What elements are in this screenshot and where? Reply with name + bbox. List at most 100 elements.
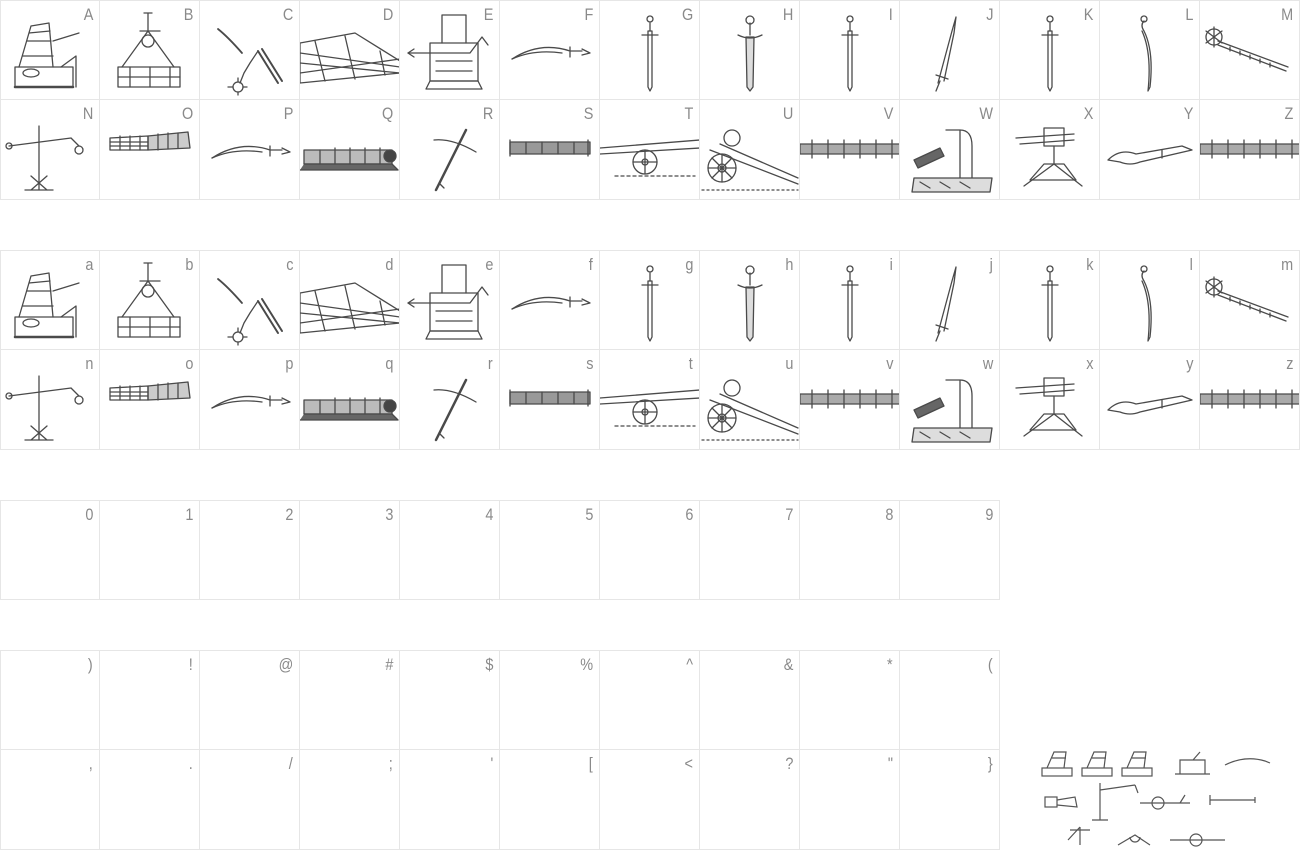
glyph-character-label: ) [88,655,93,674]
glyph-character-label: m [1280,255,1293,274]
glyph-character-label: y [1185,354,1193,373]
glyph-character-label: 4 [484,505,493,524]
glyph-cell: C [200,0,300,100]
glyph-character-label: x [1085,354,1093,373]
glyph-character-label: 1 [184,505,193,524]
glyph-cell: L [1100,0,1200,100]
dagger-icon [1000,251,1100,350]
long-barrel-icon [1200,100,1299,200]
glyph-cell: x [1000,350,1100,450]
glyph-cell: l [1100,250,1200,350]
dagger-icon [800,251,900,350]
glyph-cell: @ [200,650,300,750]
glyph-character-label: a [84,255,93,274]
trebuchet-frame-icon [1,350,100,450]
glyph-character-label: P [283,104,293,123]
glyph-cell: O [100,100,200,200]
glyph-character-label: } [988,754,993,773]
glyph-character-label: u [784,354,793,373]
glyph-cell: < [600,750,700,850]
glyph-cell: [ [500,750,600,850]
glyph-cell: h [700,250,800,350]
blade-icon [900,251,1000,350]
glyph-cell: Y [1100,100,1200,200]
glyph-cell: $ [400,650,500,750]
blade-icon [900,1,1000,100]
glyph-cell: ? [700,750,800,850]
glyph-character-label: F [584,5,593,24]
long-barrel-icon [800,100,899,200]
glyph-character-label: j [989,255,993,274]
cannon-barrel-icon [300,350,400,450]
glyph-character-label: 3 [384,505,393,524]
glyph-cell: * [800,650,900,750]
glyph-cell: r [400,350,500,450]
glyph-character-label: . [188,754,193,773]
glyph-cell: s [500,350,600,450]
trebuchet-icon [100,251,200,350]
glyph-character-label: k [1085,255,1093,274]
glyph-character-label: * [887,655,893,674]
glyph-cell: % [500,650,600,750]
glyph-cell: n [0,350,100,450]
glyph-character-label: / [288,754,293,773]
glyph-cell: d [300,250,400,350]
glyph-cell: Z [1200,100,1300,200]
glyph-character-label: 5 [584,505,593,524]
glyph-cell: 3 [300,500,400,600]
glyph-cell: . [100,750,200,850]
trebuchet-frame-icon [1,100,100,200]
glyph-cell: 2 [200,500,300,600]
glyph-cell: B [100,0,200,100]
glyph-character-label: n [84,354,93,373]
glyph-character-label: d [384,255,393,274]
glyph-cell: 7 [700,500,800,600]
glyph-character-label: b [184,255,193,274]
mortar-icon [900,350,1000,450]
handgun-barrel-icon [500,350,600,450]
glyph-cell: 4 [400,500,500,600]
glyph-character-label: t [688,354,693,373]
glyph-cell: u [700,350,800,450]
glyph-character-label: r [488,354,493,373]
glyph-cell: p [200,350,300,450]
field-cannon-icon [600,350,700,450]
machine-gun-icon [1000,100,1100,200]
glyph-character-label: D [382,5,393,24]
flail-icon [200,1,300,100]
machine-gun-icon [1000,350,1100,450]
glyph-cell: J [900,0,1000,100]
glyph-character-label: 0 [84,505,93,524]
crossbow-icon [400,350,500,450]
glyph-character-label: s [585,354,593,373]
glyph-character-label: X [1083,104,1093,123]
glyph-character-label: ; [388,754,393,773]
glyph-character-label: $ [484,655,493,674]
glyph-character-label: J [985,5,993,24]
glyph-character-label: e [484,255,493,274]
catapult-icon [1,1,100,100]
glyph-character-label: [ [588,754,593,773]
crossbow-engine-icon [400,251,500,350]
glyph-character-label: , [88,754,93,773]
glyph-cell: j [900,250,1000,350]
curved-blade-icon [1100,1,1200,100]
pistol-icon [1100,350,1200,450]
scimitar-icon [500,251,600,350]
glyph-character-label: ? [784,754,793,773]
glyph-cell: z [1200,350,1300,450]
glyph-character-label: w [982,354,993,373]
glyph-cell: c [200,250,300,350]
glyph-cell: ^ [600,650,700,750]
glyph-cell: P [200,100,300,200]
glyph-cell: k [1000,250,1100,350]
scimitar-icon [200,100,300,200]
glyph-cell: R [400,100,500,200]
dagger-icon [1000,1,1100,100]
glyph-character-label: V [883,104,893,123]
glyph-character-label: Q [381,104,393,123]
glyph-cell: I [800,0,900,100]
glyph-cell: E [400,0,500,100]
